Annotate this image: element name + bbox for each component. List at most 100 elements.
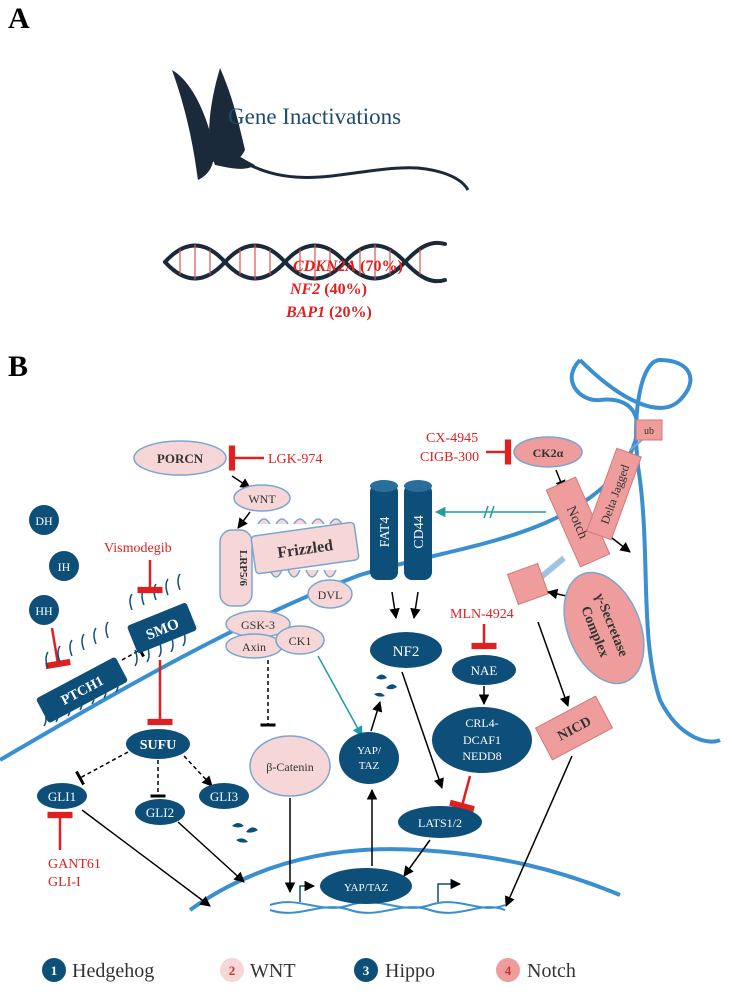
yap-degradation-arrow (370, 700, 383, 732)
svg-text:SUFU: SUFU (140, 738, 177, 753)
gli2-to-nucleus (177, 821, 245, 883)
lats-to-yap-nuclear (403, 839, 431, 877)
lats-node: LATS1/2 (398, 806, 482, 838)
gene-name: BAP1 (285, 304, 325, 321)
gli2-node: GLI2 (135, 799, 185, 825)
frizzled-receptor: Frizzled (250, 518, 360, 578)
delta-jagged-ligand: Delta Jagged (586, 439, 643, 541)
svg-text:NF2(40%): NF2(40%) (289, 281, 367, 298)
svg-text:CK1: CK1 (289, 634, 312, 648)
gene-name: NF2 (289, 281, 320, 298)
panel-a-label: A (8, 2, 30, 35)
svg-text:PORCN: PORCN (157, 451, 204, 466)
ligand-hh: HH (29, 595, 59, 625)
transcription-start-icon (299, 880, 316, 902)
vismodegib-label: Vismodegib (104, 541, 172, 556)
svg-text:GLI1: GLI1 (48, 789, 76, 804)
svg-text:LRP5/6: LRP5/6 (237, 550, 249, 587)
hh-inhibits-ptch1 (45, 627, 71, 670)
svg-text:TAZ: TAZ (359, 760, 380, 772)
notch-to-nicd (537, 621, 570, 707)
svg-text:GLI2: GLI2 (146, 805, 174, 820)
cd44-to-nf2 (410, 591, 421, 620)
legend-item-hedgehog: 1 Hedgehog (42, 958, 154, 982)
gamma-secretase-complex: γ-Secretase Complex (563, 571, 645, 685)
svg-text:CK2α: CK2α (533, 446, 564, 460)
ubiquitin-tag: ub (635, 419, 663, 441)
legend: 1 Hedgehog 2 WNT 3 Hippo 4 Notch (42, 958, 576, 982)
svg-text:NAE: NAE (471, 663, 498, 678)
gene-list: CDKN2A(70%) NF2(40%) BAP1(20%) (285, 258, 403, 321)
nf2-node: NF2 (370, 632, 442, 668)
svg-text:3: 3 (363, 963, 370, 978)
gli1-to-nucleus (81, 809, 211, 907)
panel-b-label: B (8, 350, 28, 383)
beta-catenin-node: β-Catenin (249, 735, 331, 797)
svg-text:DVL: DVL (318, 588, 343, 602)
ck1-node: CK1 (275, 625, 325, 655)
transcription-start-icon (437, 878, 462, 902)
svg-text:YAP/TAZ: YAP/TAZ (344, 882, 389, 894)
chromosome-icon (172, 68, 470, 191)
nae-node: NAE (452, 655, 516, 685)
svg-text:HH: HH (35, 604, 53, 618)
yap-degraded-fragments-icon (374, 674, 397, 697)
notch-receptor: Notch (506, 476, 611, 606)
fat4-to-nf2 (389, 591, 400, 620)
yap-taz-cytoplasm-node: YAP/ TAZ (339, 732, 399, 784)
svg-text:Axin: Axin (242, 640, 266, 654)
svg-text:BAP1(20%): BAP1(20%) (285, 304, 372, 321)
ligand-ih: IH (49, 551, 79, 581)
svg-text:β-Catenin: β-Catenin (266, 760, 313, 774)
porcn-to-wnt (231, 475, 251, 489)
svg-text:DCAF1: DCAF1 (463, 733, 501, 747)
sufu-to-gli3 (183, 755, 213, 787)
cell-membrane (0, 358, 640, 762)
gene-pct: (20%) (329, 304, 372, 321)
porcn-node: PORCN (133, 440, 227, 476)
dna-helix-icon (163, 240, 447, 284)
wnt-node: WNT (233, 484, 291, 512)
lgk974-label: LGK-974 (268, 452, 322, 467)
cx4945-label: CX-4945 (426, 431, 478, 446)
svg-text:DH: DH (35, 514, 53, 528)
svg-text:ub: ub (644, 426, 654, 437)
lrp-receptor: LRP5/6 (219, 529, 253, 607)
gene-pct: (70%) (360, 258, 403, 275)
svg-text:Hedgehog: Hedgehog (72, 960, 154, 982)
ligand-dh: DH (29, 505, 59, 535)
svg-text:CD44: CD44 (412, 515, 427, 548)
wnt-to-lrp (237, 511, 251, 529)
mln4924-label: MLN-4924 (450, 607, 514, 622)
dvl-node: DVL (307, 579, 353, 609)
svg-text:4: 4 (505, 963, 512, 978)
gli-i-label: GLI-I (48, 875, 81, 890)
cigb300-label: CIGB-300 (420, 450, 479, 465)
sufu-inhibits-gli1 (75, 751, 129, 786)
svg-text:FAT4: FAT4 (378, 517, 393, 548)
gene-name: CDKN2A (293, 258, 356, 275)
nf2-to-lats (401, 671, 444, 789)
svg-text:1: 1 (51, 963, 58, 978)
delta-endocytosis-arrow (611, 537, 631, 553)
nuclear-membrane (188, 847, 621, 912)
svg-text:NEDD8: NEDD8 (462, 749, 501, 763)
legend-item-hippo: 3 Hippo (354, 958, 435, 982)
svg-text:Notch: Notch (527, 960, 576, 982)
svg-text:LATS1/2: LATS1/2 (418, 816, 462, 830)
crl4-complex-node: CRL4- DCAF1 NEDD8 (432, 707, 532, 773)
wnt-to-yap-link (317, 655, 363, 737)
ptch1-receptor: PTCH1 (36, 621, 128, 727)
legend-item-notch: 4 Notch (496, 958, 576, 982)
svg-text:Hippo: Hippo (385, 960, 435, 982)
gli3-node: GLI3 (199, 783, 249, 809)
svg-text:WNT: WNT (248, 492, 276, 506)
ck2a-node: CK2α (513, 436, 583, 468)
gant61-label: GANT61 (48, 857, 101, 872)
svg-text:YAP/: YAP/ (357, 745, 382, 757)
svg-text:NF2: NF2 (393, 644, 420, 660)
legend-item-wnt: 2 WNT (220, 958, 296, 982)
dna-strand (269, 901, 506, 909)
gene-inactivations-title: Gene Inactivations (228, 104, 401, 129)
